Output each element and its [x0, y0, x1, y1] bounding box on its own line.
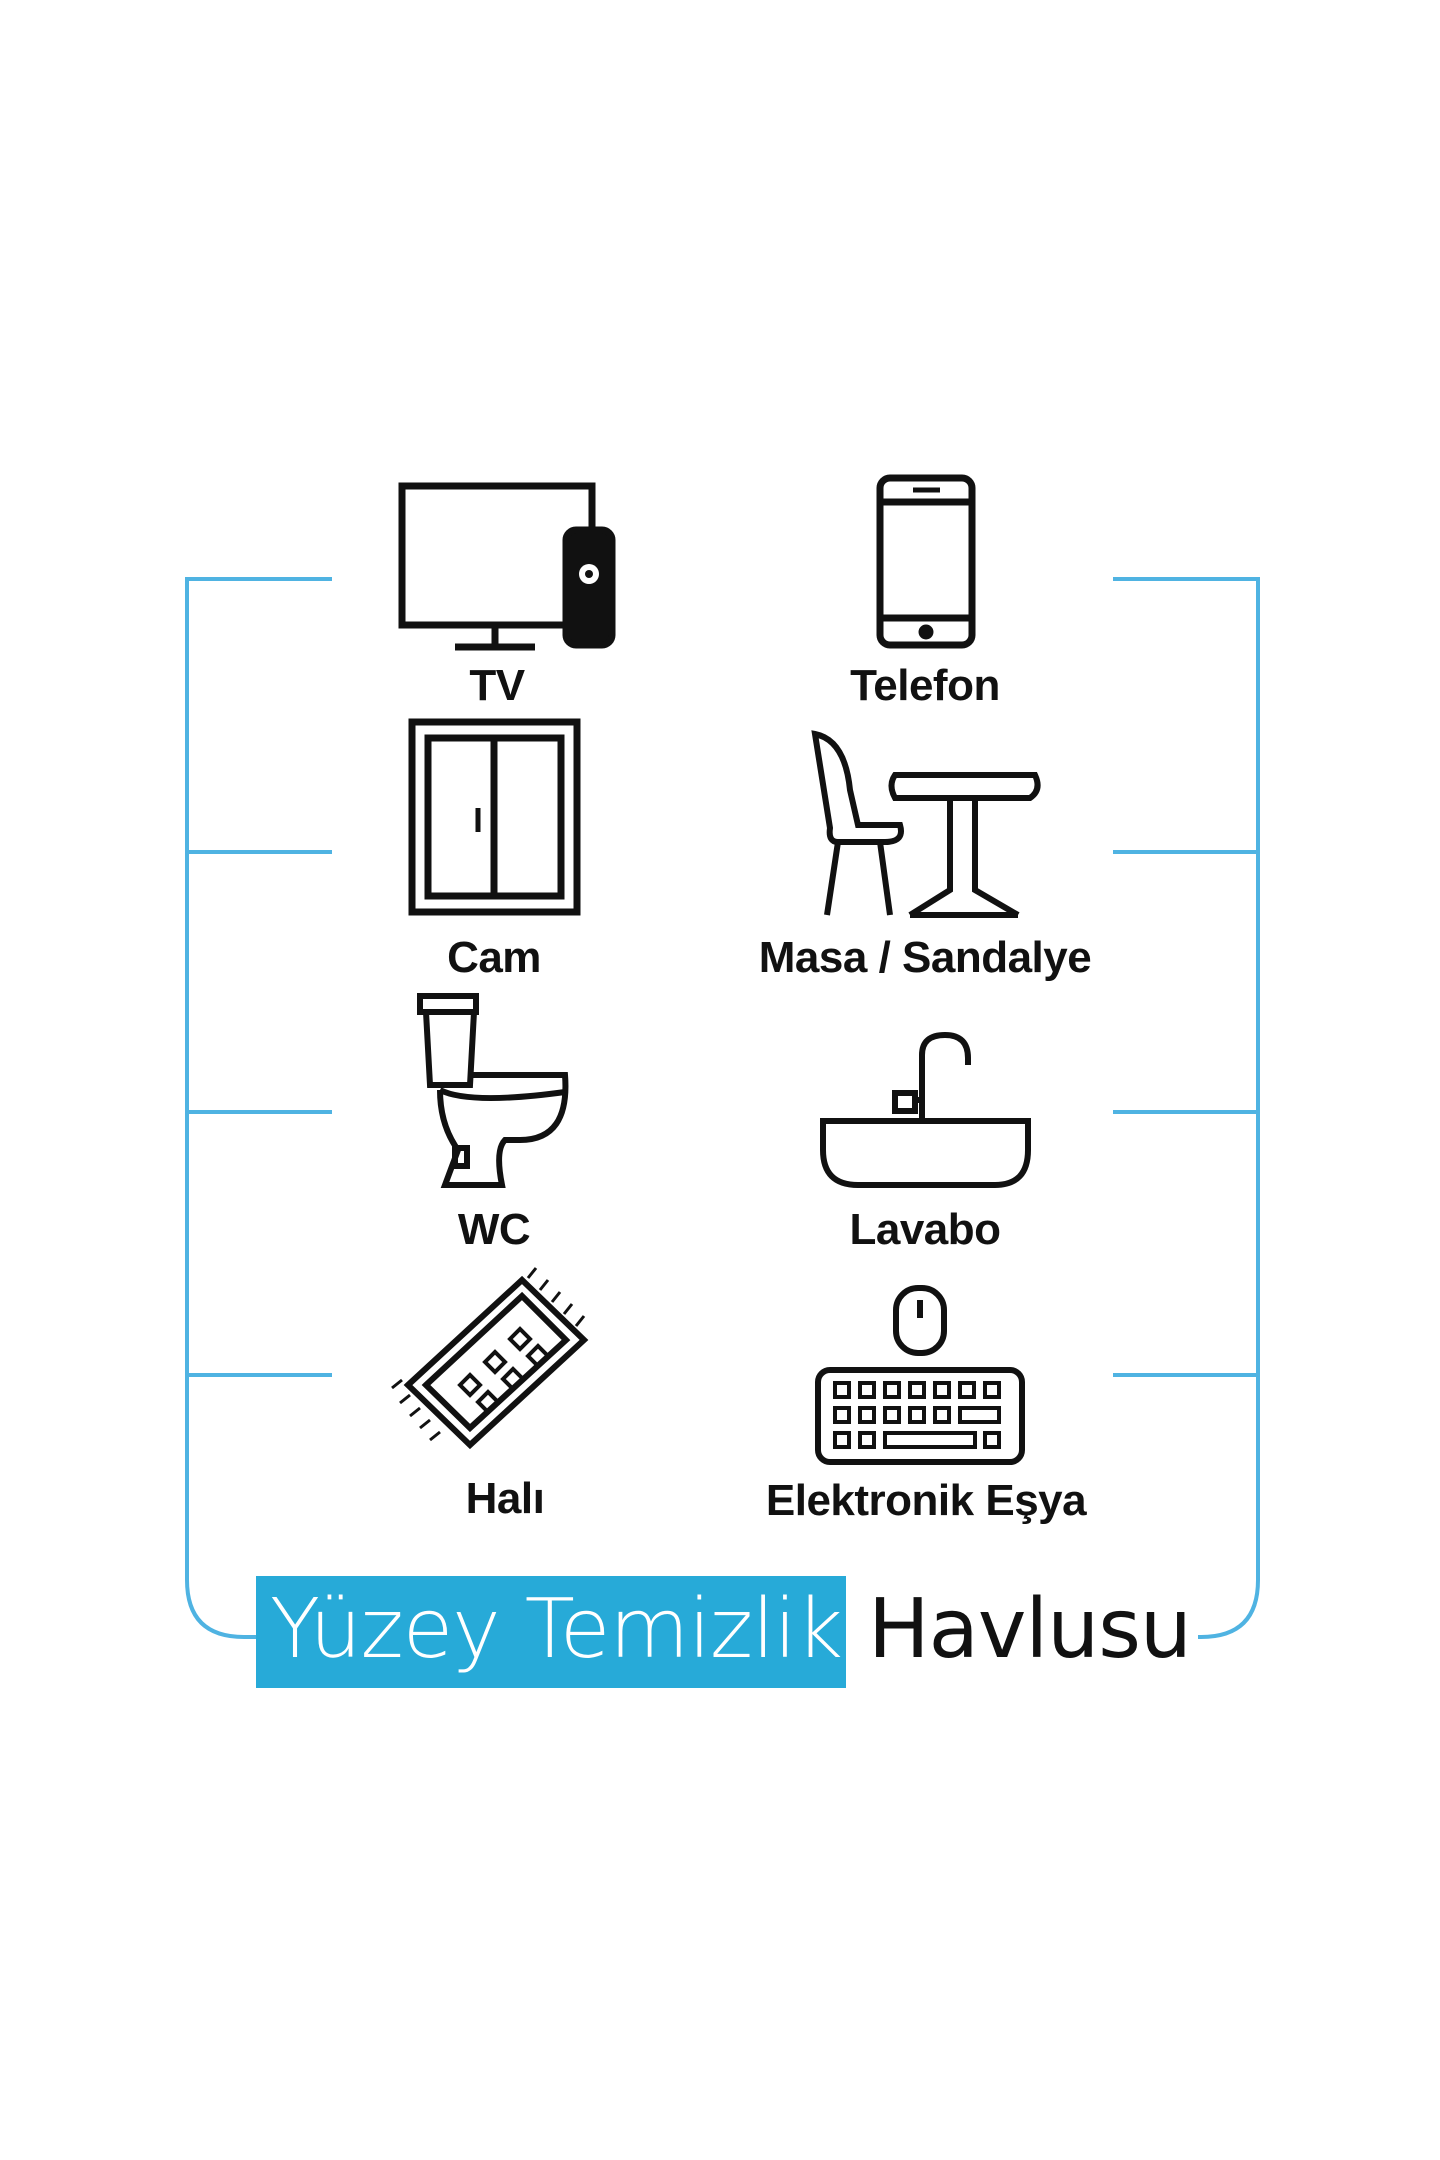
- title-rest-text: Havlusu: [868, 1582, 1192, 1677]
- keyboard-mouse-icon: [815, 1285, 1025, 1465]
- title-highlight-box: Yüzey Temizlik: [256, 1576, 846, 1688]
- tv-icon: [398, 482, 616, 651]
- label-cam: Cam: [447, 933, 541, 982]
- label-tv: TV: [469, 661, 525, 710]
- sink-icon: [820, 1031, 1031, 1188]
- label-telefon: Telefon: [850, 661, 1000, 710]
- label-masa-sandalye: Masa / Sandalye: [758, 933, 1092, 982]
- phone-icon: [876, 474, 976, 649]
- window-icon: [408, 718, 581, 916]
- rug-icon: [391, 1267, 589, 1450]
- label-hali: Halı: [465, 1474, 545, 1523]
- label-lavabo: Lavabo: [849, 1205, 1001, 1254]
- title-highlight-text: Yüzey Temizlik: [270, 1582, 843, 1677]
- toilet-icon: [417, 993, 569, 1188]
- right-bracket: [1113, 577, 1260, 1639]
- table-chair-icon: [811, 730, 1041, 918]
- left-bracket: [185, 577, 332, 1639]
- label-elektronik-esya: Elektronik Eşya: [765, 1476, 1087, 1525]
- label-wc: WC: [457, 1205, 531, 1254]
